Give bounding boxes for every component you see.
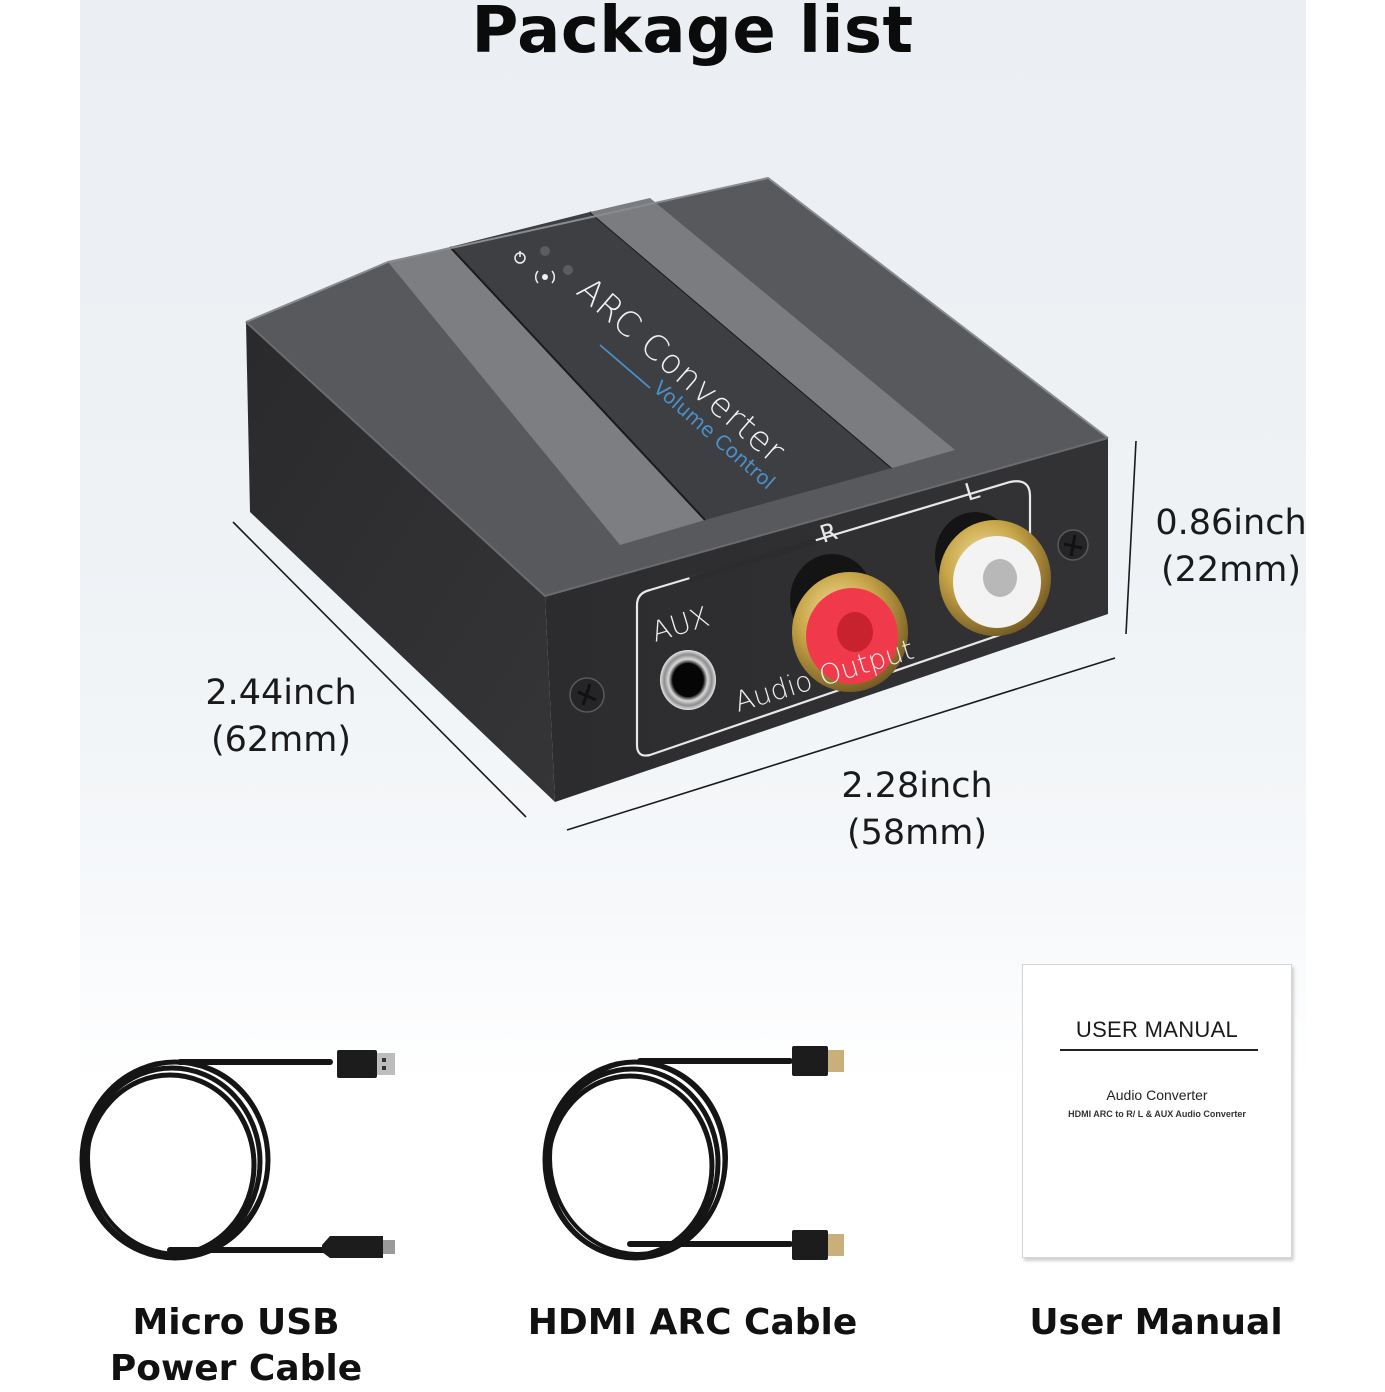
height-mm: (22mm)	[1160, 550, 1302, 590]
rca-left-jack	[935, 512, 1051, 636]
device-side-face	[246, 322, 555, 802]
item-label-micro-usb: Micro USB Power Cable	[96, 1300, 376, 1392]
micro-usb-plug	[322, 1236, 383, 1258]
height-inch: 0.86inch	[1155, 503, 1307, 543]
manual-heading: USER MANUAL	[1075, 1017, 1239, 1042]
hdmi-plug-bottom	[792, 1230, 828, 1260]
micro-usb-cable-icon	[79, 1059, 333, 1261]
hdmi-cable-icon	[542, 1058, 793, 1261]
accent-line	[599, 344, 651, 389]
power-led	[540, 246, 550, 256]
item-label-line: Micro USB	[132, 1302, 340, 1343]
page-title: Package list	[471, 0, 914, 68]
height-dimension-line	[1125, 440, 1137, 635]
item-label-hdmi: HDMI ARC Cable	[520, 1300, 865, 1346]
signal-icon	[534, 270, 556, 284]
width-inch: 2.28inch	[841, 766, 993, 806]
screw-left-icon	[569, 677, 605, 713]
signal-led	[563, 265, 573, 275]
width-dimension-label: 2.28inch (58mm)	[832, 763, 1002, 857]
rca-right-jack	[790, 554, 908, 692]
usb-a-plug	[337, 1050, 377, 1078]
screw-right-icon	[1057, 529, 1089, 561]
manual-subtitle: HDMI ARC to R/ L & AUX Audio Converter	[1068, 1109, 1246, 1119]
length-mm: (62mm)	[210, 720, 352, 760]
user-manual-icon: USER MANUAL Audio Converter HDMI ARC to …	[1022, 964, 1292, 1258]
length-inch: 2.44inch	[205, 673, 357, 713]
manual-title: Audio Converter	[1106, 1087, 1208, 1103]
item-label-line: User Manual	[1029, 1302, 1283, 1343]
height-dimension-label: 0.86inch (22mm)	[1146, 500, 1316, 594]
item-label-line: Power Cable	[109, 1348, 363, 1389]
item-label-manual: User Manual	[1020, 1300, 1292, 1346]
power-icon	[514, 251, 526, 264]
width-dimension-line	[566, 657, 1116, 831]
width-mm: (58mm)	[846, 813, 988, 853]
label-band	[450, 212, 892, 520]
hdmi-plug-top	[792, 1046, 828, 1076]
manual-divider	[1060, 1049, 1258, 1051]
length-dimension-label: 2.44inch (62mm)	[196, 670, 366, 764]
item-label-line: HDMI ARC Cable	[527, 1302, 858, 1343]
length-dimension-line	[232, 521, 527, 818]
